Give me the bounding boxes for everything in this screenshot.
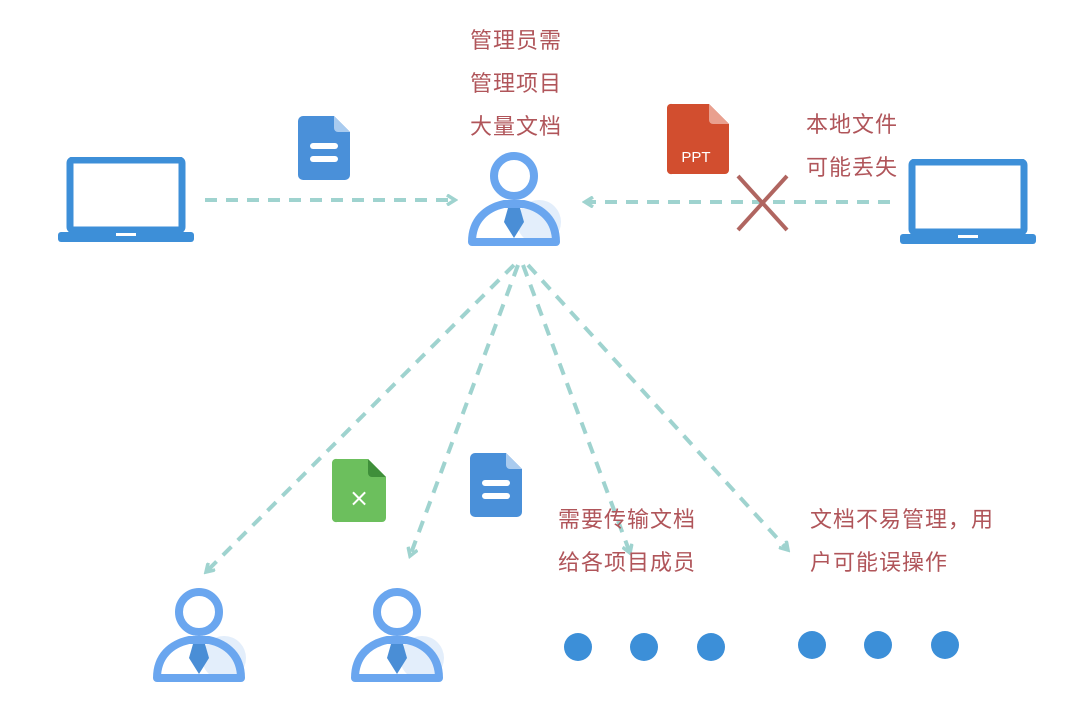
dot bbox=[630, 633, 658, 661]
arrow-admin-to-member-2 bbox=[410, 264, 520, 556]
laptop-icon-right bbox=[900, 162, 1036, 244]
local-files-label-line: 可能丢失 bbox=[806, 156, 899, 181]
member-person-icon-1 bbox=[157, 592, 246, 680]
member-person-icon-2 bbox=[355, 592, 444, 680]
dot bbox=[697, 633, 725, 661]
ppt-label: PPT bbox=[681, 149, 710, 166]
cross-icon bbox=[736, 174, 789, 232]
manage-label-line: 文档不易管理，用 bbox=[810, 508, 995, 533]
document-icon-top bbox=[298, 116, 350, 180]
manage-label-line: 户可能误操作 bbox=[810, 551, 949, 576]
excel-file-icon: × bbox=[331, 458, 386, 523]
local-files-label-line: 本地文件 bbox=[806, 113, 899, 138]
arrows bbox=[205, 200, 890, 572]
admin-label-line: 大量文档 bbox=[470, 115, 563, 140]
transfer-label-line: 需要传输文档 bbox=[558, 508, 697, 533]
more-members-dots bbox=[564, 631, 959, 661]
ppt-file-icon: PPT bbox=[666, 103, 729, 175]
transfer-label-line: 给各项目成员 bbox=[558, 551, 697, 576]
dot bbox=[931, 631, 959, 659]
document-icon-bottom bbox=[470, 453, 522, 517]
laptop-icon-left bbox=[58, 160, 194, 242]
admin-person-icon bbox=[472, 156, 561, 244]
dot bbox=[798, 631, 826, 659]
manage-label: 文档不易管理，用 户可能误操作 bbox=[810, 499, 994, 585]
arrow-admin-to-member-1 bbox=[206, 263, 516, 572]
excel-label: × bbox=[349, 484, 369, 512]
local-files-label: 本地文件 可能丢失 bbox=[806, 104, 898, 190]
dot bbox=[564, 633, 592, 661]
admin-label-line: 管理项目 bbox=[470, 72, 563, 97]
transfer-label: 需要传输文档 给各项目成员 bbox=[558, 499, 696, 585]
admin-label-line: 管理员需 bbox=[470, 29, 563, 54]
arrow-admin-to-member-4 bbox=[526, 263, 788, 550]
arrow-admin-to-member-3 bbox=[521, 264, 630, 553]
dot bbox=[864, 631, 892, 659]
admin-label: 管理员需 管理项目 大量文档 bbox=[470, 20, 562, 149]
